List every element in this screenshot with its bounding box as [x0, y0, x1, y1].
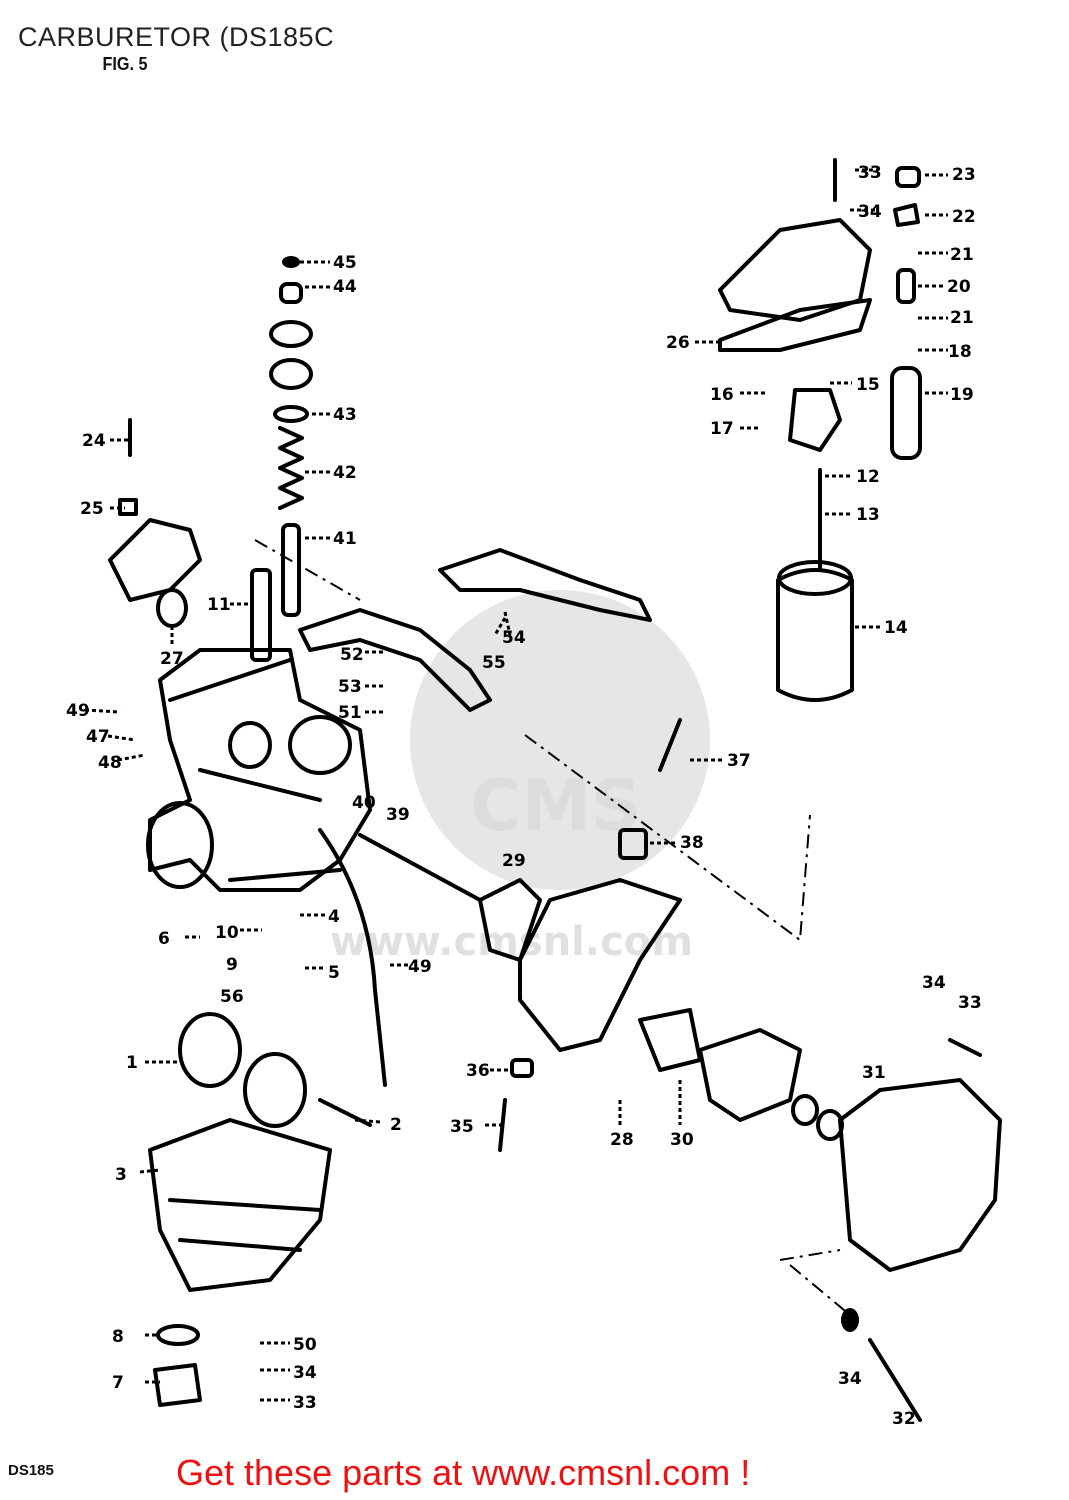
part-number-29: 29: [502, 851, 526, 871]
assembly-line: [254, 539, 361, 601]
float-chamber-cover: [718, 158, 922, 702]
carburetor-body: [146, 648, 372, 892]
part-number-36: 36: [466, 1061, 490, 1081]
part-number-55: 55: [482, 653, 506, 673]
part-number-30: 30: [670, 1130, 694, 1150]
part-number-33: 33: [293, 1393, 317, 1413]
part-number-4: 4: [328, 907, 340, 927]
part-number-49: 49: [408, 957, 432, 977]
part-number-9: 9: [226, 955, 238, 975]
footer-promo[interactable]: Get these parts at www.cmsnl.com !: [176, 1452, 750, 1494]
throttle-linkage: [298, 608, 492, 712]
part-number-21: 21: [950, 245, 974, 265]
part-number-21: 21: [950, 308, 974, 328]
part-number-37: 37: [727, 751, 751, 771]
part-number-24: 24: [82, 431, 106, 451]
part-number-8: 8: [112, 1327, 124, 1347]
nut-25: [118, 498, 138, 516]
watermark-logo-circle: [410, 590, 710, 890]
part-number-32: 32: [892, 1409, 916, 1429]
part-number-7: 7: [112, 1373, 124, 1393]
bracket-25: [108, 518, 202, 602]
fuel-hose: [318, 828, 387, 1087]
part-number-2: 2: [390, 1115, 402, 1135]
part-number-labels: 1234567891011121314151617181920212122232…: [66, 163, 982, 1429]
throttle-stack: [250, 256, 313, 662]
part-number-14: 14: [884, 618, 908, 638]
part-number-34: 34: [922, 973, 946, 993]
float-bowl: [148, 1012, 372, 1407]
part-number-48: 48: [98, 753, 122, 773]
part-number-43: 43: [333, 405, 357, 425]
part-number-28: 28: [610, 1130, 634, 1150]
part-number-15: 15: [856, 375, 880, 395]
part-number-6: 6: [158, 929, 170, 949]
part-number-47: 47: [86, 727, 110, 747]
part-number-19: 19: [950, 385, 974, 405]
part-number-52: 52: [340, 645, 364, 665]
part-number-25: 25: [80, 499, 104, 519]
part-number-10: 10: [215, 923, 239, 943]
diagram-title: CARBURETOR (DS185C: [18, 22, 335, 52]
part-number-42: 42: [333, 463, 357, 483]
part-number-1: 1: [126, 1053, 138, 1073]
footer-promo-text[interactable]: Get these parts at www.cmsnl.com !: [176, 1452, 751, 1493]
part-number-34: 34: [858, 202, 882, 222]
part-number-49: 49: [66, 701, 90, 721]
part-number-5: 5: [328, 963, 340, 983]
part-number-17: 17: [710, 419, 734, 439]
part-number-34: 34: [838, 1369, 862, 1389]
figure-number: FIG. 5: [102, 54, 148, 74]
part-number-22: 22: [952, 207, 976, 227]
part-number-56: 56: [220, 987, 244, 1007]
part-number-33: 33: [858, 163, 882, 183]
part-number-33: 33: [958, 993, 982, 1013]
model-code: DS185: [8, 1462, 54, 1479]
part-number-16: 16: [710, 385, 734, 405]
cover-assembly: [358, 718, 1002, 1422]
part-number-18: 18: [948, 342, 972, 362]
part-number-53: 53: [338, 677, 362, 697]
part-number-12: 12: [856, 467, 880, 487]
part-number-40: 40: [352, 793, 376, 813]
choke-linkage: [438, 548, 652, 622]
part-number-51: 51: [338, 703, 362, 723]
part-number-13: 13: [856, 505, 880, 525]
part-number-20: 20: [947, 277, 971, 297]
part-number-35: 35: [450, 1117, 474, 1137]
part-number-44: 44: [333, 277, 357, 297]
part-number-45: 45: [333, 253, 357, 273]
part-number-3: 3: [115, 1165, 127, 1185]
part-number-39: 39: [386, 805, 410, 825]
part-number-31: 31: [862, 1063, 886, 1083]
part-number-54: 54: [502, 628, 526, 648]
assembly-line: [524, 734, 811, 942]
leader-lines: [84, 168, 948, 1402]
assembly-line: [779, 1249, 851, 1316]
part-number-38: 38: [680, 833, 704, 853]
part-number-34: 34: [293, 1363, 317, 1383]
watermark-logo: CMS: [470, 765, 641, 847]
ring-27: [156, 588, 188, 628]
part-number-50: 50: [293, 1335, 317, 1355]
part-number-27: 27: [160, 649, 184, 669]
part-number-23: 23: [952, 165, 976, 185]
part-number-41: 41: [333, 529, 357, 549]
part-number-26: 26: [666, 333, 690, 353]
part-number-11: 11: [207, 595, 231, 615]
